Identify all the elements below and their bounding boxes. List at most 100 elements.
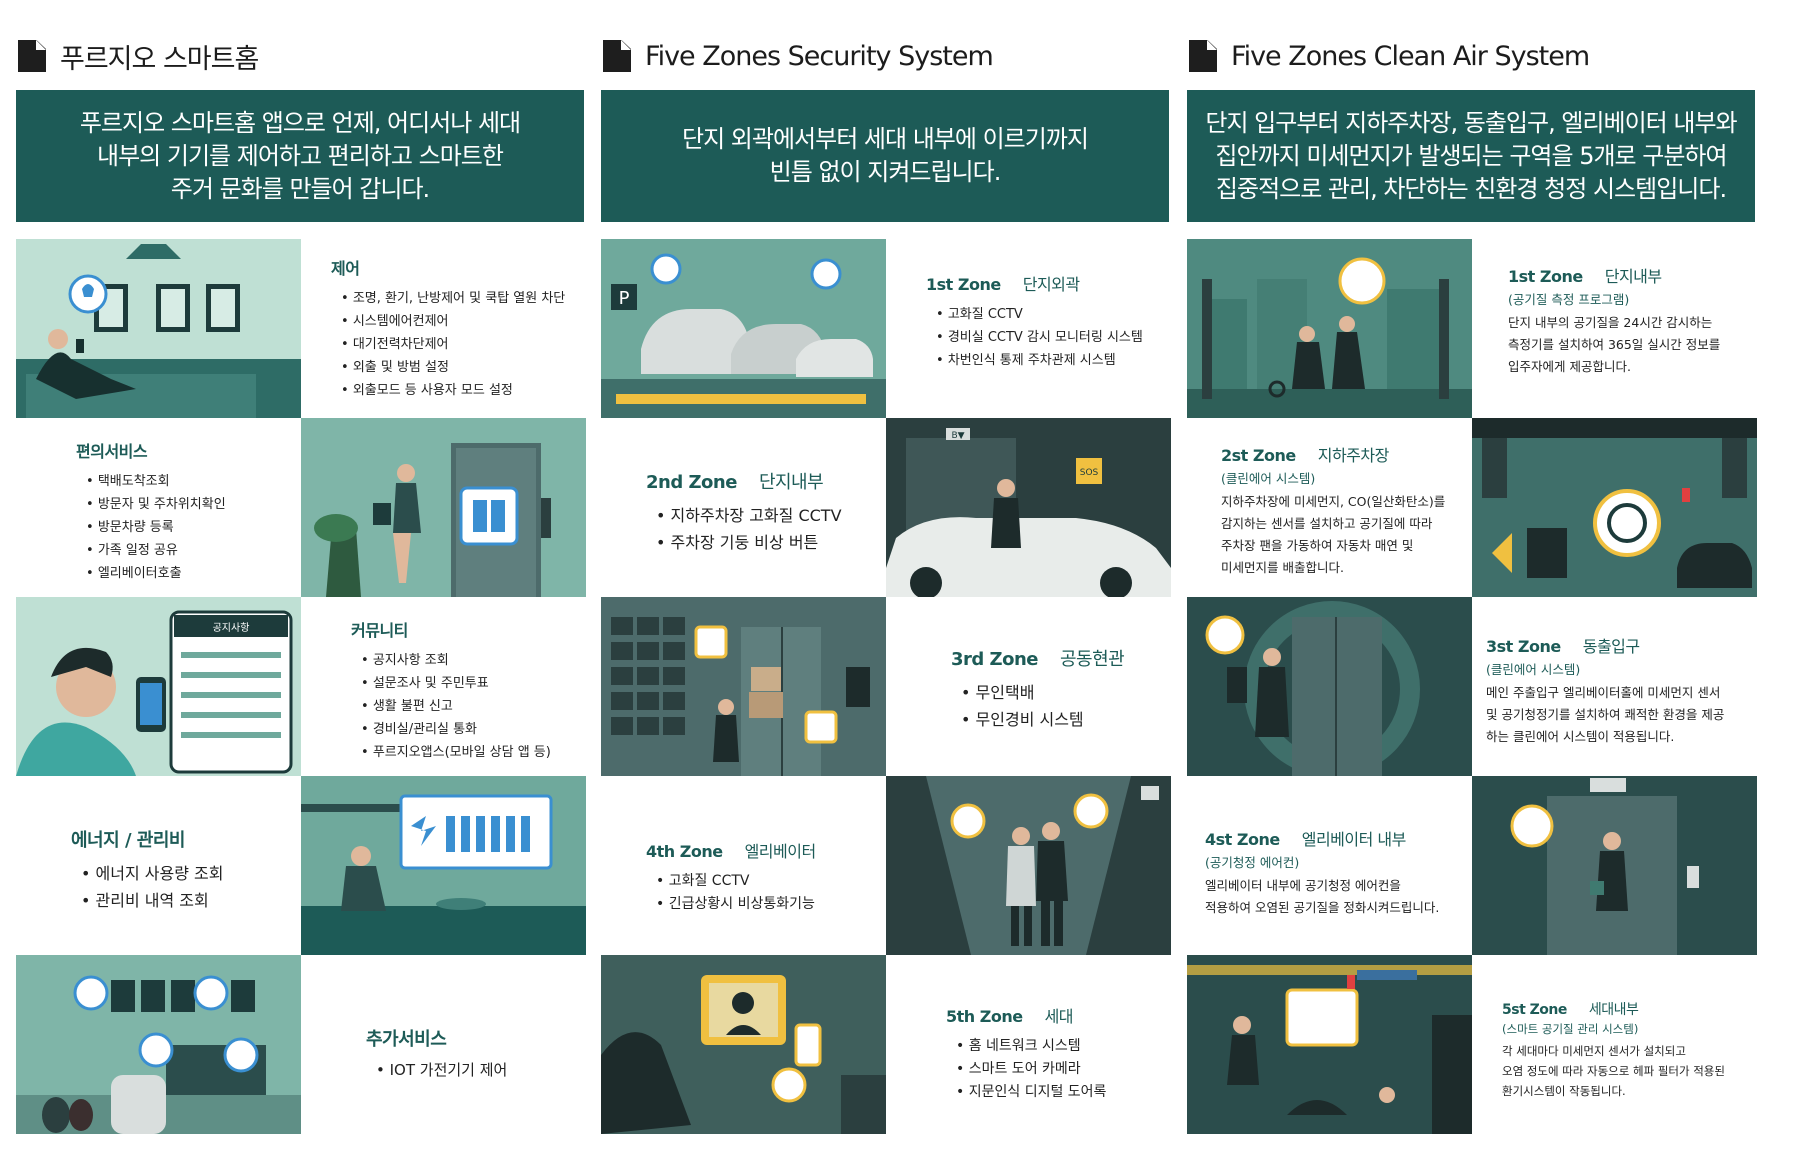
section-convenience: 편의서비스 택배도착조회 방문자 및 주차위치확인 방문차량 등록 가족 일정 …: [16, 418, 301, 597]
zone-label: 4th Zone: [646, 842, 723, 861]
illustration-control: [16, 239, 301, 418]
section-community: 커뮤니티 공지사항 조회 설문조사 및 주민투표 생활 불편 신고 경비실/관리…: [301, 597, 586, 776]
list-item: 생활 불편 신고: [361, 695, 586, 718]
list-item: 무인택배: [961, 679, 1171, 706]
zone-list: 고화질 CCTV 경비실 CCTV 감시 모니터링 시스템 차번인식 통제 주차…: [936, 303, 1171, 372]
list-item: 가족 일정 공유: [86, 539, 301, 562]
zone-subtitle: (클린에어 시스템): [1486, 662, 1581, 677]
banner-text: 단지 외곽에서부터 세대 내부에 이르기까지 빈틈 없이 지켜드립니다.: [682, 125, 1089, 186]
zone-description: 단지 내부의 공기질을 24시간 감시하는 측정기를 설치하여 365일 실시간…: [1508, 315, 1721, 374]
list-item: 고화질 CCTV: [656, 870, 886, 893]
illustration-entrance: [601, 597, 886, 776]
zone-label: 3st Zone: [1486, 637, 1561, 656]
intro-banner: 단지 외곽에서부터 세대 내부에 이르기까지 빈틈 없이 지켜드립니다.: [601, 90, 1169, 222]
zone-name: 단지내부: [1604, 267, 1662, 286]
zone-title: 3rd Zone 공동현관: [951, 645, 1171, 671]
zone-label: 2st Zone: [1221, 446, 1296, 465]
illustration-complex-air: [1187, 239, 1472, 418]
list-item: 주차장 기둥 비상 버튼: [656, 529, 886, 556]
list-item: 푸르지오앱스(모바일 상담 앱 등): [361, 741, 586, 764]
zone-label: 4st Zone: [1205, 830, 1280, 849]
zone-label: 3rd Zone: [951, 649, 1039, 670]
section-list: IOT 가전기기 제어: [376, 1059, 586, 1082]
illustration-elevator-security: [886, 776, 1171, 955]
zone-3-security: 3rd Zone 공동현관 무인택배 무인경비 시스템: [886, 597, 1171, 776]
zone-name: 공동현관: [1060, 649, 1125, 670]
list-item: 차번인식 통제 주차관제 시스템: [936, 349, 1171, 372]
section-title: 제어: [331, 259, 360, 278]
column-title: Five Zones Clean Air System: [1231, 40, 1590, 72]
list-item: 경비실/관리실 통화: [361, 718, 586, 741]
zone-name: 세대: [1044, 1007, 1074, 1026]
column-header: 푸르지오 스마트홈: [18, 36, 259, 76]
list-item: 외출 및 방범 설정: [341, 356, 586, 379]
list-item: 관리비 내역 조회: [81, 887, 301, 914]
section-title: 커뮤니티: [351, 621, 408, 640]
list-item: 지문인식 디지털 도어록: [956, 1081, 1171, 1104]
zone-name: 단지외곽: [1022, 275, 1080, 294]
document-icon: [1189, 40, 1217, 72]
zone-subtitle: (클린에어 시스템): [1221, 471, 1316, 486]
section-list: 택배도착조회 방문자 및 주차위치확인 방문차량 등록 가족 일정 공유 엘리베…: [86, 470, 301, 585]
column-title: 푸르지오 스마트홈: [60, 43, 259, 75]
column-security: Five Zones Security System 단지 외곽에서부터 세대 …: [601, 0, 1171, 1150]
list-item: 시스템에어컨제어: [341, 310, 586, 333]
illustration-elevator-air: [1472, 776, 1757, 955]
list-item: IOT 가전기기 제어: [376, 1059, 586, 1082]
zone-list: 지하주차장 고화질 CCTV 주차장 기둥 비상 버튼: [656, 502, 886, 556]
list-item: 방문차량 등록: [86, 516, 301, 539]
document-icon: [603, 40, 631, 72]
list-item: 엘리베이터호출: [86, 562, 301, 585]
zone-subtitle: (공기질 측정 프로그램): [1508, 292, 1630, 307]
illustration-parking-fan: [1472, 418, 1757, 597]
zone-label: 5th Zone: [946, 1007, 1023, 1026]
list-item: 경비실 CCTV 감시 모니터링 시스템: [936, 326, 1171, 349]
document-icon: [18, 40, 46, 72]
list-item: 에너지 사용량 조회: [81, 860, 301, 887]
list-item: 공지사항 조회: [361, 649, 586, 672]
list-item: 고화질 CCTV: [936, 303, 1171, 326]
list-item: 설문조사 및 주민투표: [361, 672, 586, 695]
section-list: 공지사항 조회 설문조사 및 주민투표 생활 불편 신고 경비실/관리실 통화 …: [361, 649, 586, 764]
section-additional: 추가서비스 IOT 가전기기 제어: [301, 955, 586, 1134]
zone-title: 5th Zone 세대: [946, 1003, 1171, 1027]
illustration-iot: [16, 955, 301, 1134]
zone-list: 무인택배 무인경비 시스템: [961, 679, 1171, 733]
zone-5-security: 5th Zone 세대 홈 네트워크 시스템 스마트 도어 카메라 지문인식 디지…: [886, 955, 1171, 1134]
illustration-convenience: [301, 418, 586, 597]
zone-description: 엘리베이터 내부에 공기청정 에어컨을 적용하여 오염된 공기질을 정화시켜드립…: [1205, 878, 1440, 915]
section-title: 에너지 / 관리비: [71, 830, 185, 851]
section-energy: 에너지 / 관리비 에너지 사용량 조회 관리비 내역 조회: [16, 776, 301, 955]
column-clean-air: Five Zones Clean Air System 단지 입구부터 지하주차…: [1187, 0, 1757, 1150]
zone-label: 5st Zone: [1502, 1002, 1567, 1018]
section-title: 편의서비스: [76, 442, 148, 461]
banner-text: 푸르지오 스마트홈 앱으로 언제, 어디서나 세대 내부의 기기를 제어하고 편…: [79, 108, 521, 203]
zone-subtitle: (공기청정 에어컨): [1205, 855, 1300, 870]
column-header: Five Zones Clean Air System: [1189, 36, 1590, 76]
section-title: 추가서비스: [366, 1029, 447, 1050]
zone-list: 홈 네트워크 시스템 스마트 도어 카메라 지문인식 디지털 도어록: [956, 1035, 1171, 1104]
column-smarthome: 푸르지오 스마트홈 푸르지오 스마트홈 앱으로 언제, 어디서나 세대 내부의 …: [16, 0, 586, 1150]
floor-indicator: B▼: [951, 431, 964, 441]
illustration-underground-parking: B▼ SOS: [886, 418, 1171, 597]
intro-banner: 단지 입구부터 지하주차장, 동출입구, 엘리베이터 내부와 집안까지 미세먼지…: [1187, 90, 1755, 222]
list-item: 긴급상황시 비상통화기능: [656, 893, 886, 916]
zone-description: 지하주차장에 미세먼지, CO(일산화탄소)를 감지하는 센서를 설치하고 공기…: [1221, 494, 1446, 575]
list-item: 방문자 및 주차위치확인: [86, 493, 301, 516]
section-control: 제어 조명, 환기, 난방제어 및 쿡탑 열원 차단 시스템에어컨제어 대기전력…: [301, 239, 586, 418]
illustration-community: 공지사항: [16, 597, 301, 776]
